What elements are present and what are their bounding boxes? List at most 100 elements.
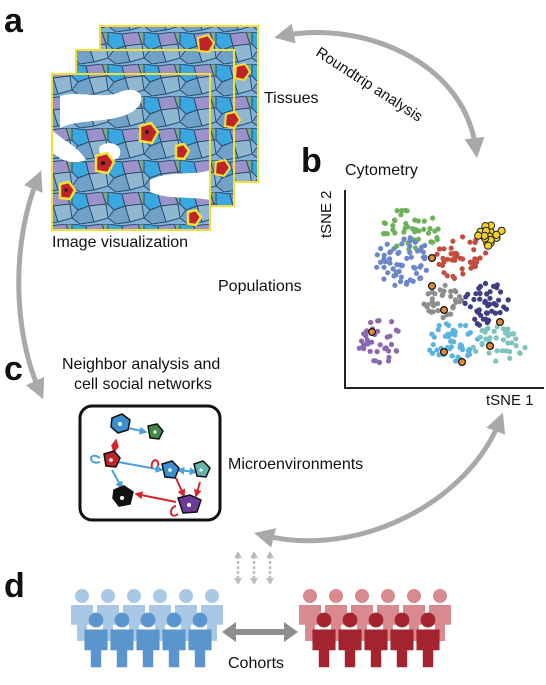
tsne-point-red: [441, 246, 447, 252]
tsne-point-blue: [388, 249, 394, 255]
tsne-point-green: [392, 230, 398, 236]
tsne-point-blue: [422, 242, 428, 249]
neighbor-label-line2: cell social networks: [74, 376, 212, 393]
tsne-point-teal: [499, 348, 505, 354]
tissues-label: Tissues: [264, 90, 319, 107]
tsne-point-gray: [442, 282, 448, 288]
tsne-marker-point: [496, 318, 505, 327]
tsne-point-blue: [381, 256, 387, 262]
tsne-point-light-blue: [463, 322, 469, 329]
tsne-point-gray: [459, 297, 465, 303]
tsne-point-teal: [500, 337, 506, 343]
tsne-point-green: [430, 215, 436, 221]
tsne-point-blue: [396, 268, 402, 274]
tsne-point-blue: [384, 241, 390, 247]
tsne-point-blue: [387, 260, 393, 266]
tsne-point-purple: [356, 345, 362, 351]
tsne-point-navy: [476, 285, 482, 291]
tsne-point-blue: [385, 270, 391, 276]
tsne-point-navy: [473, 291, 479, 297]
tsne-marker-point: [368, 328, 377, 337]
tsne-point-purple: [393, 327, 399, 333]
tsne-point-teal: [509, 340, 515, 346]
tsne-point-green: [403, 220, 409, 227]
tsne-point-gray: [437, 287, 443, 293]
tsne-point-purple: [389, 319, 395, 325]
tsne-point-navy: [484, 291, 490, 297]
tsne-point-purple: [387, 333, 393, 339]
tsne-point-purple: [377, 342, 383, 348]
tsne-point-red: [436, 246, 443, 252]
tsne-point-teal: [473, 348, 479, 354]
tsne-point-purple: [372, 358, 379, 364]
tsne1-axis-label: tSNE 1: [486, 392, 534, 409]
tsne-point-teal: [470, 344, 476, 350]
tsne-point-green: [427, 226, 433, 232]
tsne-point-light-blue: [448, 338, 454, 344]
tsne-point-blue: [401, 236, 407, 242]
tsne-point-red: [451, 255, 457, 261]
tsne-point-green: [391, 217, 398, 223]
tsne-point-navy: [467, 304, 473, 310]
tsne-point-light-blue: [457, 345, 463, 351]
tsne-point-green: [401, 229, 407, 235]
tsne-point-navy: [480, 316, 486, 322]
tsne-point-blue: [392, 282, 398, 288]
arrow-tissues-neighbor: [16, 170, 45, 400]
tsne-point-purple: [367, 348, 373, 354]
tsne-point-teal: [513, 343, 519, 349]
tsne-point-light-blue: [455, 354, 461, 360]
tsne-point-navy: [482, 280, 489, 287]
tsne-point-blue: [398, 274, 404, 280]
panel-letter-d: d: [4, 567, 25, 605]
tsne-point-green: [421, 218, 427, 224]
tsne-point-purple: [359, 338, 365, 344]
tsne-point-teal: [505, 340, 511, 346]
person-icon-red: [312, 612, 336, 668]
tsne-point-red: [460, 256, 466, 262]
person-icon-red: [390, 612, 414, 668]
tsne-point-light-blue: [457, 322, 463, 328]
tsne-point-teal: [482, 329, 488, 335]
tsne-point-gray: [430, 303, 437, 309]
tsne-point-teal: [477, 334, 483, 340]
tsne-point-red: [450, 238, 456, 244]
tsne-point-purple: [388, 341, 395, 348]
tsne-point-blue: [408, 254, 414, 260]
person-icon-red: [377, 589, 399, 641]
dashed-double-arrows: [236, 556, 272, 580]
tsne-point-blue: [412, 265, 418, 271]
tsne-point-blue: [390, 266, 396, 272]
tsne-point-yellow: [492, 230, 501, 239]
tsne-point-red: [472, 239, 478, 246]
cytometry-label: Cytometry: [345, 162, 418, 179]
tsne-point-navy: [497, 309, 503, 316]
tsne-point-blue: [410, 278, 416, 284]
tsne-point-blue: [387, 256, 393, 262]
tsne-point-green: [404, 208, 410, 214]
tsne-point-teal: [513, 336, 519, 342]
person-icon-blue: [149, 589, 171, 641]
tsne-point-purple: [386, 354, 392, 360]
tsne-point-navy: [477, 290, 483, 296]
tsne-point-green: [384, 231, 390, 237]
person-icon-red: [403, 589, 425, 641]
neighbor-label-line1: Neighbor analysis and: [62, 356, 221, 373]
tsne-point-gray: [435, 308, 441, 314]
tsne-point-navy: [475, 309, 481, 316]
tsne-point-gray: [424, 303, 430, 310]
cohorts-label: Cohorts: [228, 655, 285, 672]
tsne-point-light-blue: [448, 331, 454, 337]
tsne-point-blue: [407, 249, 413, 255]
tsne-point-gray: [440, 314, 446, 321]
tsne-point-navy: [494, 285, 500, 291]
tsne-point-yellow: [497, 226, 506, 235]
tsne-point-navy: [463, 294, 469, 300]
tsne-marker-point: [440, 306, 449, 315]
tsne-point-red: [467, 239, 473, 245]
tsne-point-blue: [422, 254, 428, 260]
tsne-point-gray: [453, 289, 459, 295]
